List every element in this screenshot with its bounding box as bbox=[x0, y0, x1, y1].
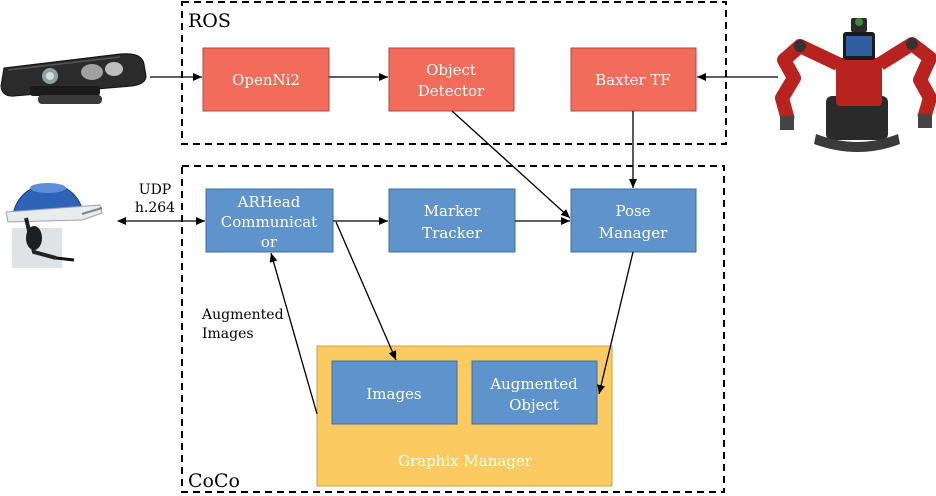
arhead-label-line-1: ARHead bbox=[237, 193, 301, 211]
edge-arhead-to-images bbox=[335, 221, 397, 361]
marker-tracker-label-line-1: Marker bbox=[424, 202, 481, 220]
object-detector-label-line-2: Detector bbox=[418, 82, 485, 100]
augmented-object-node: Augmented Object bbox=[471, 360, 598, 425]
marker-tracker-node: Marker Tracker bbox=[388, 188, 516, 253]
arhead-label-line-2: Communicat bbox=[221, 213, 317, 231]
coco-region bbox=[181, 165, 725, 493]
baxter-tf-label: Baxter TF bbox=[595, 71, 671, 89]
baxter-tf-node: Baxter TF bbox=[570, 47, 697, 112]
graphix-manager-label: Graphix Manager bbox=[398, 452, 533, 470]
edge-object-detector-to-pose-manager bbox=[451, 110, 571, 219]
udp-label-line-1: UDP bbox=[139, 182, 171, 198]
edge-pose-manager-to-augmented-object bbox=[597, 251, 634, 395]
baxter-robot-icon bbox=[775, 18, 936, 152]
pose-manager-node: Pose Manager bbox=[570, 188, 697, 253]
coco-region-label: CoCo bbox=[188, 470, 240, 492]
arhead-communicator-node: ARHead Communicat or bbox=[205, 188, 334, 253]
augmented-object-label-line-1: Augmented bbox=[489, 375, 578, 393]
edge-graphix-to-arhead bbox=[269, 252, 318, 415]
object-detector-node: Object Detector bbox=[388, 47, 515, 112]
ar-headset-icon bbox=[5, 183, 103, 268]
ros-region-label: ROS bbox=[188, 10, 231, 32]
augmented-images-label-line-2: Images bbox=[202, 326, 254, 342]
pose-manager-label-line-1: Pose bbox=[615, 202, 650, 220]
images-label: Images bbox=[366, 385, 421, 403]
images-node: Images bbox=[331, 360, 458, 425]
ros-region bbox=[181, 1, 727, 145]
object-detector-label-line-1: Object bbox=[426, 61, 476, 79]
udp-label-line-2: h.264 bbox=[135, 200, 175, 216]
openni2-label: OpenNi2 bbox=[232, 71, 300, 89]
pose-manager-label-line-2: Manager bbox=[599, 224, 668, 242]
openni2-node: OpenNi2 bbox=[202, 47, 330, 112]
marker-tracker-label-line-2: Tracker bbox=[422, 224, 482, 242]
arhead-label-line-3: or bbox=[261, 233, 278, 251]
depth-camera-icon bbox=[0, 53, 147, 104]
augmented-object-label-line-2: Object bbox=[509, 396, 559, 414]
augmented-images-label-line-1: Augmented bbox=[201, 307, 284, 323]
